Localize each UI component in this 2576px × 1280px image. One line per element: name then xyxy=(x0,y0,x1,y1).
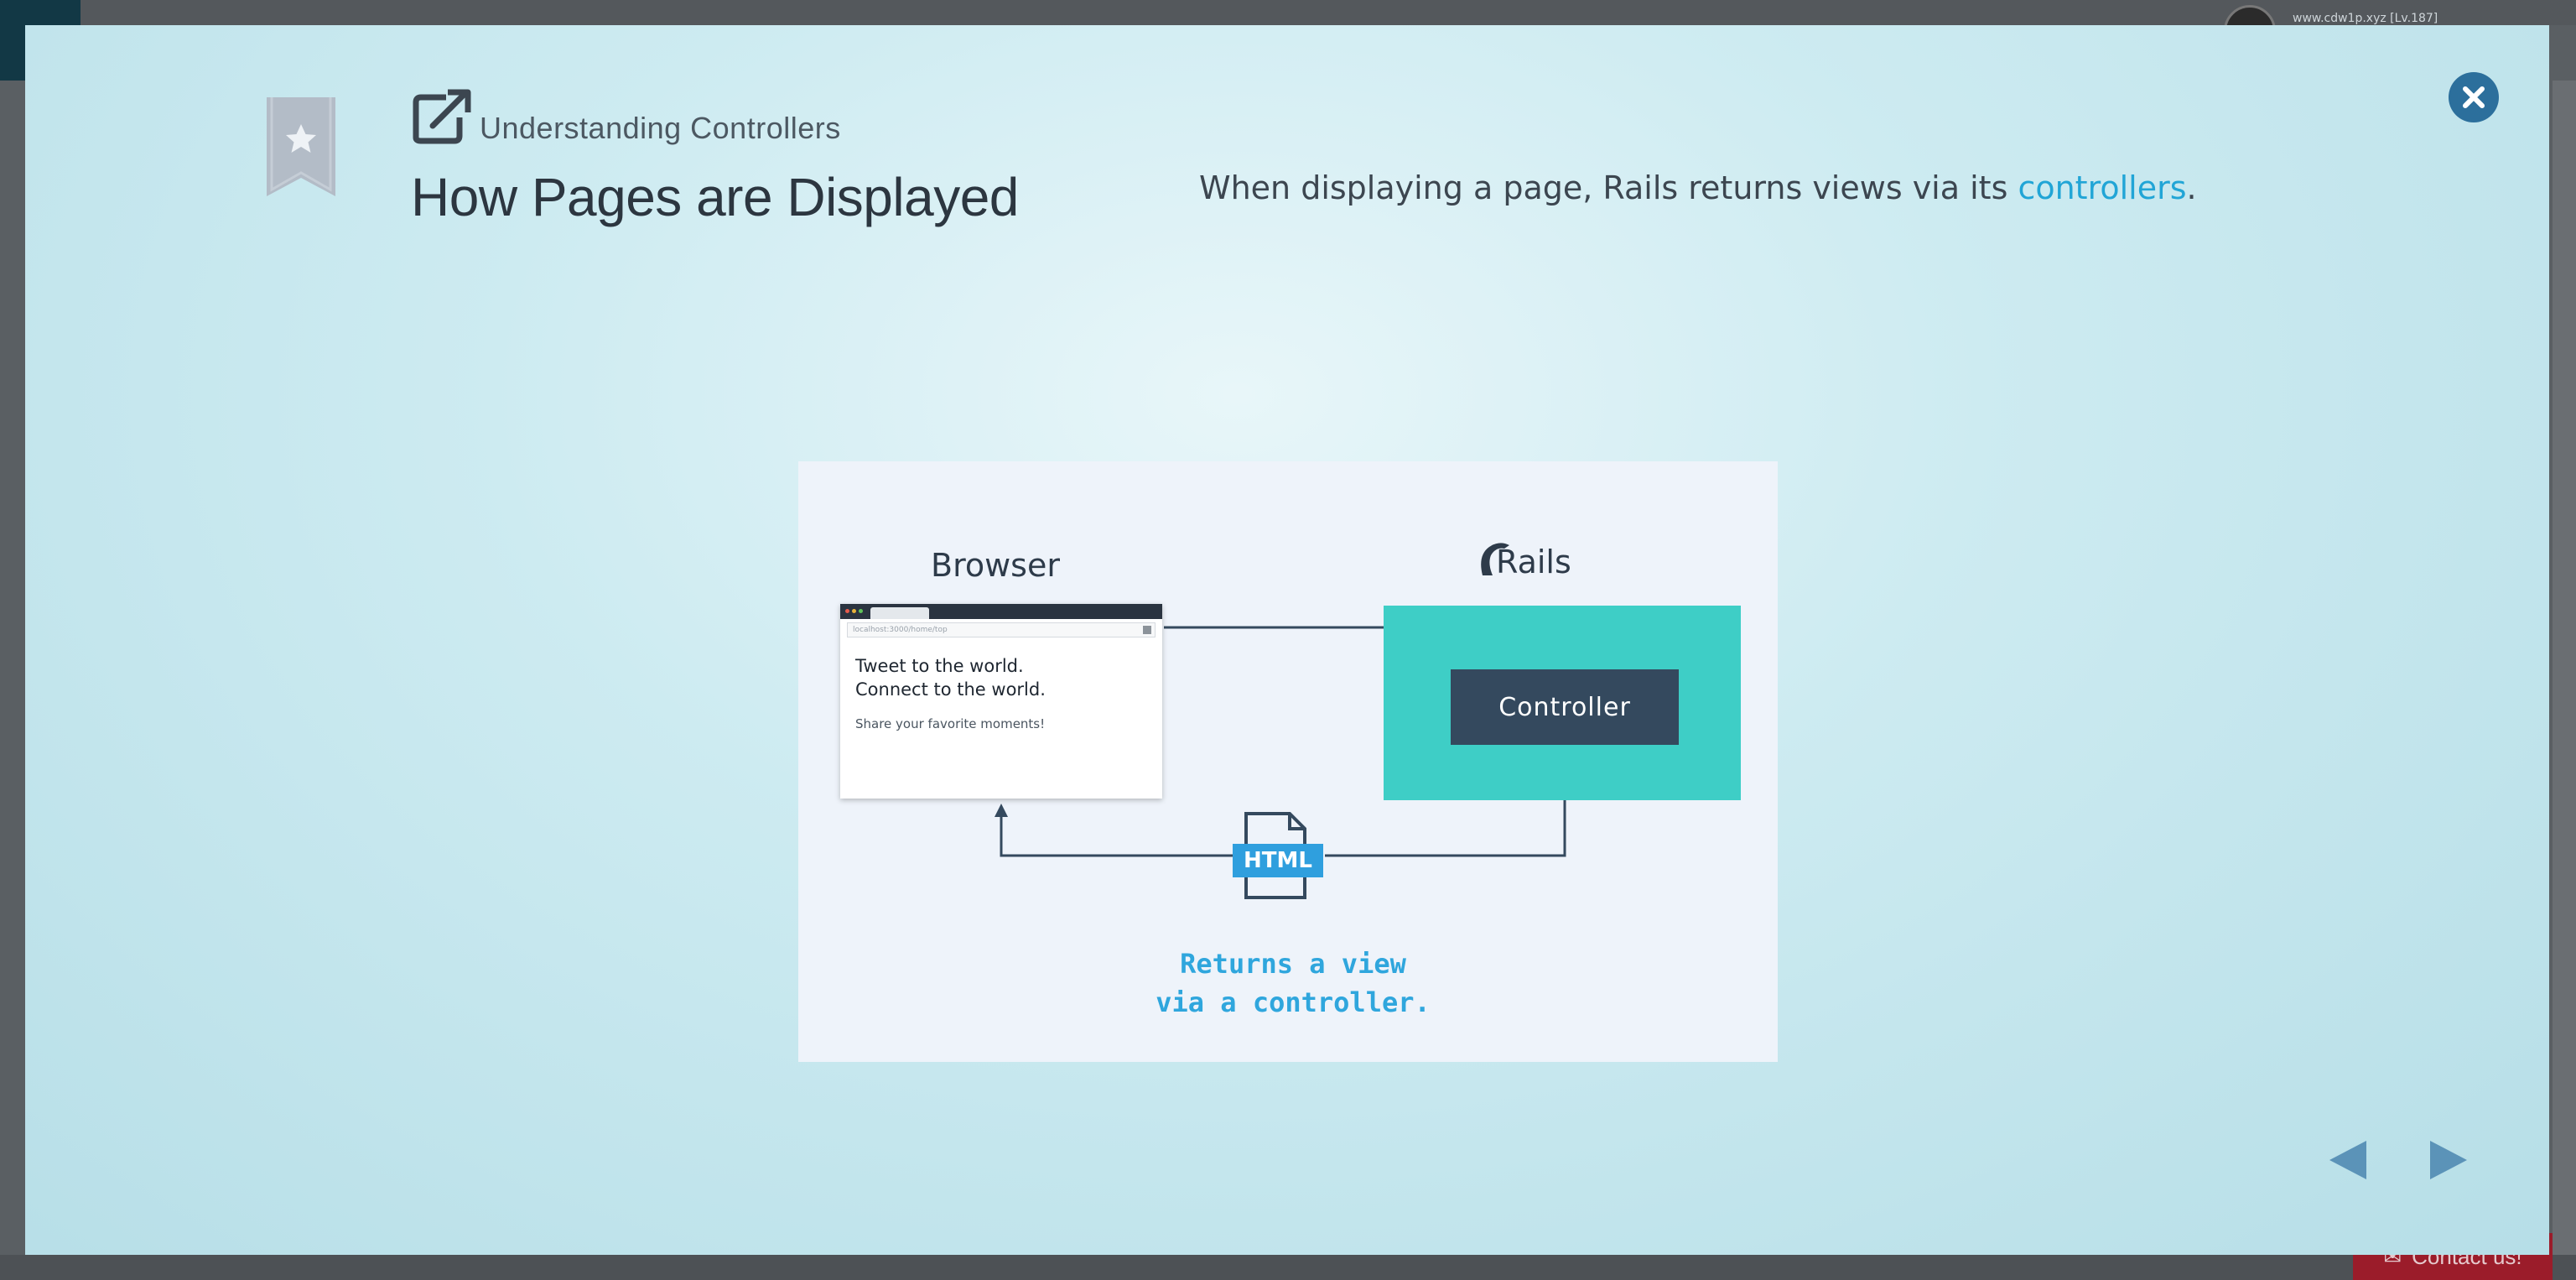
browser-url-bar: localhost:3000/home/top xyxy=(847,622,1156,637)
slide-modal: Understanding Controllers How Pages are … xyxy=(25,25,2549,1255)
browser-window: localhost:3000/home/top Tweet to the wor… xyxy=(840,604,1162,799)
external-link-icon[interactable] xyxy=(413,89,471,144)
rails-logo-icon xyxy=(1481,543,1509,575)
browser-headline-1: Tweet to the world. xyxy=(855,656,1024,676)
browser-subtext: Share your favorite moments! xyxy=(855,716,1046,731)
rails-label: Rails xyxy=(1496,544,1571,580)
background-topbar xyxy=(0,0,2576,25)
lesson-label[interactable]: Understanding Controllers xyxy=(480,111,841,145)
background-scrollbar xyxy=(2553,81,2576,1255)
next-arrow-icon[interactable] xyxy=(2428,1139,2469,1181)
browser-url-text: localhost:3000/home/top xyxy=(853,626,948,634)
caption-line-1: Returns a view xyxy=(1180,948,1406,980)
close-icon xyxy=(2463,86,2485,108)
prev-arrow-icon[interactable] xyxy=(2328,1139,2368,1181)
slide-description: When displaying a page, Rails returns vi… xyxy=(1199,169,2197,206)
controller-box: Controller xyxy=(1451,669,1679,745)
html-badge: HTML xyxy=(1233,844,1323,877)
description-suffix: . xyxy=(2186,169,2197,206)
browser-label: Browser xyxy=(931,547,1060,584)
menu-icon xyxy=(1143,626,1151,634)
controllers-link[interactable]: controllers xyxy=(2018,169,2187,206)
bookmark-star-icon[interactable] xyxy=(267,97,335,196)
browser-headline-2: Connect to the world. xyxy=(855,679,1046,700)
slide-diagram: Browser Rails localhost:3000/home/top Tw… xyxy=(798,461,1778,1062)
caption-line-2: via a controller. xyxy=(1156,986,1431,1018)
close-button[interactable] xyxy=(2449,72,2499,122)
slide-title: How Pages are Displayed xyxy=(411,167,1019,227)
description-text: When displaying a page, Rails returns vi… xyxy=(1199,169,2018,206)
diagram-caption: Returns a view via a controller. xyxy=(1125,944,1461,1022)
browser-titlebar xyxy=(840,604,1162,619)
background-user-text: www.cdw1p.xyz [Lv.187] xyxy=(2293,12,2438,25)
background-bottom-bar xyxy=(0,1255,2576,1280)
